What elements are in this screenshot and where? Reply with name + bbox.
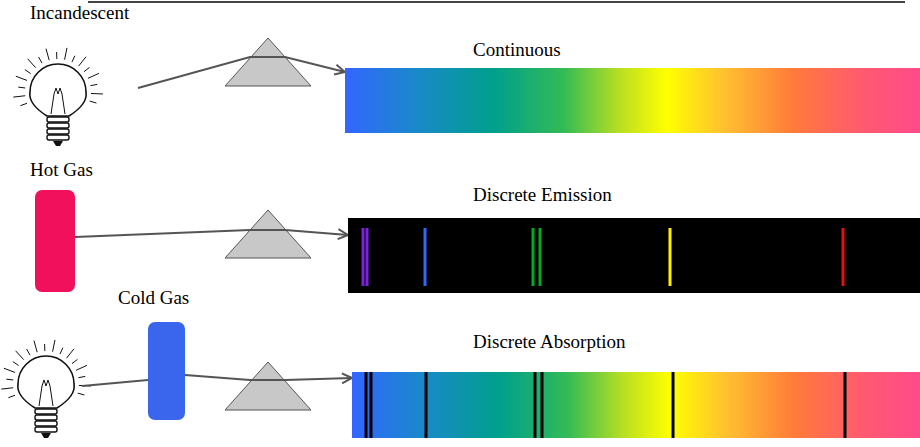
spectral-line <box>362 228 365 286</box>
incandescent-bulb: Incandescent <box>0 0 133 160</box>
label-text: Discrete Absorption <box>473 332 626 353</box>
filament <box>39 380 53 406</box>
spectral-line <box>669 228 672 286</box>
light-ray-stroke <box>34 341 37 353</box>
spectral-line <box>366 228 369 286</box>
light-ray-stroke <box>28 59 36 68</box>
label-text: Incandescent <box>30 3 129 24</box>
light-path <box>185 375 352 380</box>
bulb-base <box>35 415 57 420</box>
light-ray-stroke <box>60 348 63 354</box>
light-ray-stroke <box>65 48 67 60</box>
bulb-glass <box>18 356 74 408</box>
light-ray-stroke <box>27 349 30 355</box>
light-ray-stroke <box>20 103 27 105</box>
bulb-base <box>47 129 69 134</box>
label-text: Hot Gas <box>30 160 93 181</box>
spectral-line <box>370 372 373 438</box>
label-text: Cold Gas <box>118 288 189 309</box>
light-ray-stroke <box>16 76 27 80</box>
light-ray-stroke <box>18 87 25 89</box>
spectral-line <box>424 228 427 286</box>
light-ray-stroke <box>13 96 25 97</box>
filament <box>51 88 65 114</box>
bulb-base <box>35 409 57 414</box>
light-ray-stroke <box>78 393 85 395</box>
prisms <box>225 38 311 410</box>
spectral-line <box>532 228 535 286</box>
bulb-base <box>35 427 57 432</box>
light-ray-stroke <box>91 93 103 95</box>
emission-spectrum: Discrete Emission <box>348 185 920 294</box>
spectral-line <box>365 372 368 438</box>
light-ray-stroke <box>8 395 15 397</box>
top-rule <box>88 1 905 3</box>
spectral-line <box>842 228 845 286</box>
light-ray-stroke <box>76 365 87 370</box>
continuous-spectrum: Continuous <box>345 40 920 134</box>
spectral-line <box>425 372 428 438</box>
light-path <box>75 230 348 237</box>
light-ray <box>82 380 148 386</box>
light-ray-stroke <box>25 70 31 74</box>
spectral-lines <box>352 372 920 438</box>
spectral-line <box>534 372 537 438</box>
spectral-line <box>539 228 542 286</box>
label-text: Continuous <box>473 40 561 61</box>
light-ray-stroke <box>46 49 49 61</box>
label-text: Discrete Emission <box>473 185 612 206</box>
light-ray-stroke <box>16 351 24 360</box>
prism <box>225 38 311 86</box>
prism <box>225 362 311 410</box>
spectral-line <box>844 372 847 438</box>
prism <box>225 210 311 258</box>
spectral-line <box>541 372 544 438</box>
light-ray-stroke <box>72 56 75 62</box>
light-ray-stroke <box>67 349 74 358</box>
gas-tube <box>148 322 185 420</box>
bulb-base <box>47 123 69 128</box>
bulb-base <box>47 117 69 122</box>
light-ray-stroke <box>1 388 13 389</box>
light-ray-stroke <box>84 67 90 71</box>
light-ray-stroke <box>56 52 57 59</box>
spectrum-band <box>352 372 920 438</box>
spectrum-band <box>345 68 920 133</box>
light-ray-stroke <box>6 379 13 381</box>
light-path <box>138 57 345 88</box>
gas-tube <box>35 190 75 292</box>
light-ray-stroke <box>72 359 78 363</box>
light-ray-stroke <box>44 344 45 351</box>
light-ray-stroke <box>4 368 15 372</box>
bulb-base <box>47 135 69 140</box>
light-bulb <box>0 0 130 160</box>
light-ray-stroke <box>13 362 19 366</box>
light-ray-stroke <box>53 340 55 352</box>
bulb-tip <box>41 433 51 438</box>
light-ray-stroke <box>90 101 97 103</box>
bulb-base <box>35 421 57 426</box>
spectrum-band <box>348 218 920 293</box>
absorption-spectrum: Discrete Absorption <box>352 332 920 440</box>
light-ray-stroke <box>90 84 97 85</box>
spectral-lines <box>348 218 920 293</box>
hot-gas-tube: Hot Gas <box>28 160 118 294</box>
bulb-tip <box>53 141 63 146</box>
bulb-glass <box>30 64 86 116</box>
light-ray-stroke <box>78 376 85 377</box>
spectral-line <box>672 372 675 438</box>
light-bulb <box>1 340 91 438</box>
cold-gas-tube: Cold Gas <box>115 288 205 422</box>
light-ray-stroke <box>79 57 86 66</box>
light-ray-stroke <box>39 57 42 63</box>
light-ray-stroke <box>88 73 99 78</box>
